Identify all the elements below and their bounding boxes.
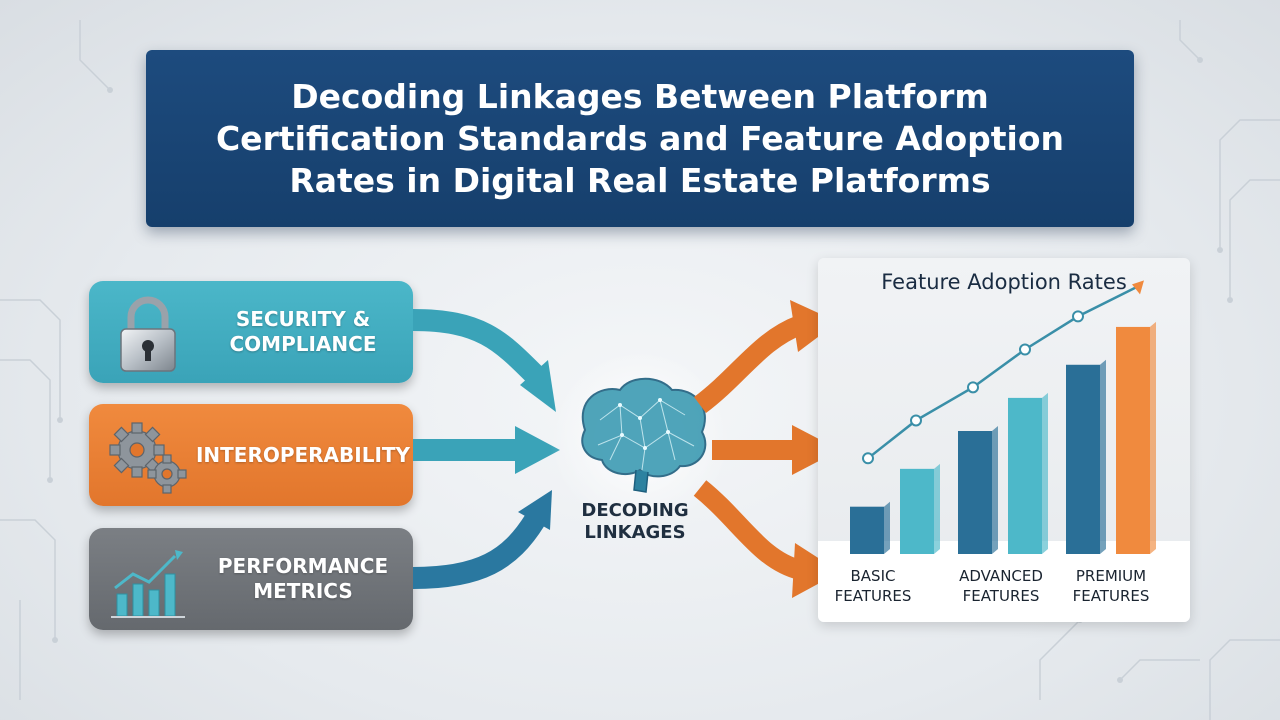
cert-label: PERFORMANCE METRICS	[217, 554, 389, 603]
category-label-basic: BASIC FEATURES	[834, 567, 912, 605]
chart-bar-side	[934, 463, 940, 554]
chart-bar	[1116, 326, 1150, 554]
trend-point	[1019, 343, 1031, 356]
trend-point	[862, 452, 874, 465]
output-arrow-bottom	[693, 480, 840, 598]
brain-icon	[581, 377, 707, 493]
trend-line	[867, 285, 1139, 460]
trend-point	[910, 414, 922, 427]
chart-bar-side	[884, 501, 890, 554]
chart-title: Feature Adoption Rates	[881, 270, 1127, 294]
interoperability-box: INTEROPERABILITY	[89, 404, 413, 506]
chart-baseline-area	[818, 541, 1190, 622]
input-arrow-performance	[412, 490, 552, 589]
chart-bar	[900, 468, 934, 554]
category-label-premium: PREMIUM FEATURES	[1072, 567, 1150, 605]
cert-label: SECURITY & COMPLIANCE	[229, 307, 377, 356]
output-arrow-top	[693, 300, 838, 413]
trend-point	[967, 381, 979, 394]
chart-bar	[850, 506, 884, 554]
chart-bar	[1066, 364, 1100, 554]
bar-chart-icon	[111, 550, 185, 618]
category-label-advanced: ADVANCED FEATURES	[959, 567, 1043, 605]
chart-bar-side	[1042, 392, 1048, 554]
trend-arrowhead	[1132, 280, 1144, 295]
output-arrow-middle	[712, 425, 840, 475]
performance-metrics-box: PERFORMANCE METRICS	[89, 528, 413, 630]
input-arrow-security	[412, 309, 556, 412]
gears-icon	[109, 422, 187, 494]
input-arrow-interoperability	[413, 426, 560, 474]
page-title: Decoding Linkages Between Platform Certi…	[215, 76, 1065, 200]
cert-label: INTEROPERABILITY	[195, 442, 411, 467]
chart-bar-side	[992, 426, 998, 554]
security-compliance-box: SECURITY & COMPLIANCE	[89, 281, 413, 383]
center-label: DECODING LINKAGES	[581, 500, 689, 543]
title-banner: Decoding Linkages Between Platform Certi…	[146, 50, 1134, 227]
chart-bar-side	[1100, 359, 1106, 554]
chart-bar	[1008, 397, 1042, 554]
chart-panel: Feature Adoption Rates BASIC FEATURES AD…	[818, 258, 1190, 622]
chart-bar	[958, 431, 992, 554]
adoption-chart	[850, 280, 1156, 554]
chart-bar-side	[1150, 321, 1156, 554]
padlock-icon	[120, 296, 176, 372]
trend-point	[1072, 310, 1084, 323]
